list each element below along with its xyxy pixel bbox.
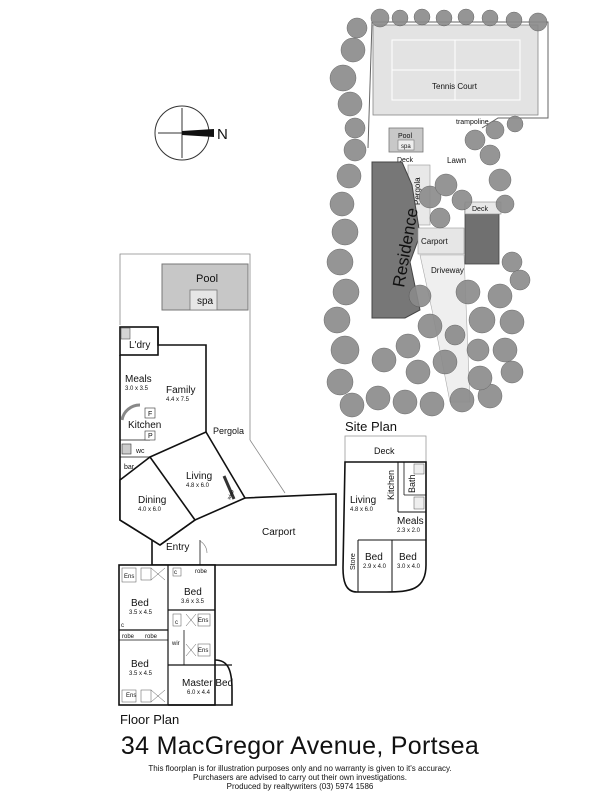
bed1-dimensions: 3.5 x 4.5 <box>129 610 153 616</box>
site-plan-heading: Site Plan <box>345 419 397 434</box>
entry-label: Entry <box>166 542 189 553</box>
annex-living-label: Living <box>350 495 376 506</box>
annex-meals-dimensions: 2.3 x 2.0 <box>397 528 421 534</box>
pergola-label: Pergola <box>213 426 244 436</box>
ens3-label: Ens <box>126 693 136 699</box>
closet-label-1: c <box>121 623 124 629</box>
driveway-label: Driveway <box>431 266 464 275</box>
fridge-label: F <box>148 411 152 418</box>
annex-deck-label: Deck <box>374 446 395 456</box>
annex-store-label: Store <box>350 553 357 570</box>
bed2-label: Bed <box>184 587 202 598</box>
robe-label-1: robe <box>195 569 208 575</box>
annex-kitchen-label: Kitchen <box>386 470 396 500</box>
family-label: Family <box>166 385 195 396</box>
bed1-label: Bed <box>131 598 149 609</box>
kitchen-label: Kitchen <box>128 420 161 431</box>
robe-label-2: robe <box>122 634 135 640</box>
floor-plan: Pool spa <box>118 253 337 727</box>
family-dimensions: 4.4 x 7.5 <box>166 397 190 403</box>
meals-dimensions: 3.0 x 3.5 <box>125 386 149 392</box>
living-label: Living <box>186 471 212 482</box>
annex-meals-label: Meals <box>397 516 424 527</box>
north-arrow-icon <box>182 129 214 137</box>
floor-spa-label: spa <box>197 296 214 307</box>
disclaimer-line-3: Produced by realtywriters (03) 5974 1586 <box>226 782 374 791</box>
dining-dimensions: 4.0 x 6.0 <box>138 507 162 513</box>
property-address-title: 34 MacGregor Avenue, Portsea <box>120 732 480 760</box>
site-pergola-label: Pergola <box>413 177 422 205</box>
annex-bed1-label: Bed <box>365 552 383 563</box>
disclaimer-line-1: This floorplan is for illustration purpo… <box>148 764 452 773</box>
bed2-dimensions: 3.6 x 3.5 <box>181 599 205 605</box>
site-spa-label: spa <box>401 144 411 150</box>
living-dimensions: 4.8 x 6.0 <box>186 483 210 489</box>
meals-label: Meals <box>125 374 152 385</box>
master-bed-label: Master Bed <box>182 678 233 689</box>
floor-plan-heading: Floor Plan <box>120 712 179 727</box>
tree-canopy <box>323 8 548 418</box>
floor-pool-label: Pool <box>196 273 218 285</box>
disclaimer-line-2: Purchasers are advised to carry out thei… <box>193 773 407 782</box>
master-bed-dimensions: 6.0 x 4.4 <box>187 690 211 696</box>
bar-label: bar <box>124 464 135 471</box>
annex-living-dimensions: 4.8 x 6.0 <box>350 507 374 513</box>
site-plan: Tennis Court trampoline Pool spa Deck La… <box>323 8 549 434</box>
site-carport-label: Carport <box>421 237 448 246</box>
wine-rack <box>222 475 236 500</box>
pantry-label: P <box>148 433 153 440</box>
south-wing-outline <box>118 564 216 706</box>
wir-label: wir <box>171 641 180 647</box>
annex-bed2-label: Bed <box>399 552 417 563</box>
site-deck-top-label: Deck <box>397 157 413 164</box>
compass-north-label: N <box>217 126 228 143</box>
floor-plan-labels: L'dry Meals 3.0 x 3.5 Family 4.4 x 7.5 K… <box>121 340 296 699</box>
annex-plan: Deck Living 4.8 x 6.0 Kitchen Bath Meals… <box>342 435 427 593</box>
trampoline-label: trampoline <box>456 119 489 126</box>
bed3-label: Bed <box>131 659 149 670</box>
site-deck-right-label: Deck <box>472 206 488 213</box>
laundry-label: L'dry <box>129 340 150 351</box>
annex-bath-label: Bath <box>407 474 417 493</box>
ens4-label: Ens <box>198 648 208 654</box>
tennis-court: Tennis Court <box>372 24 539 116</box>
wc-label: wc <box>135 448 145 455</box>
compass: N <box>154 105 228 161</box>
site-pool-label: Pool <box>398 133 412 140</box>
closet-label-3: c <box>175 620 178 626</box>
annex-outline <box>342 461 427 593</box>
residence-footprint <box>371 161 421 319</box>
wine-label: wine <box>226 489 236 501</box>
annex-bed2-dimensions: 3.0 x 4.0 <box>397 564 421 570</box>
annex-bed1-dimensions: 2.9 x 4.0 <box>363 564 387 570</box>
ens2-label: Ens <box>198 618 208 624</box>
lawn-label: Lawn <box>447 156 466 165</box>
carport-label: Carport <box>262 527 296 538</box>
dining-label: Dining <box>138 495 166 506</box>
closet-label-2: c <box>174 570 177 576</box>
robe-label-3: robe <box>145 634 158 640</box>
bed-ens-label: Ens <box>124 574 134 580</box>
tennis-court-label: Tennis Court <box>432 82 478 91</box>
laundry-room <box>119 326 159 356</box>
bed3-dimensions: 3.5 x 4.5 <box>129 671 153 677</box>
